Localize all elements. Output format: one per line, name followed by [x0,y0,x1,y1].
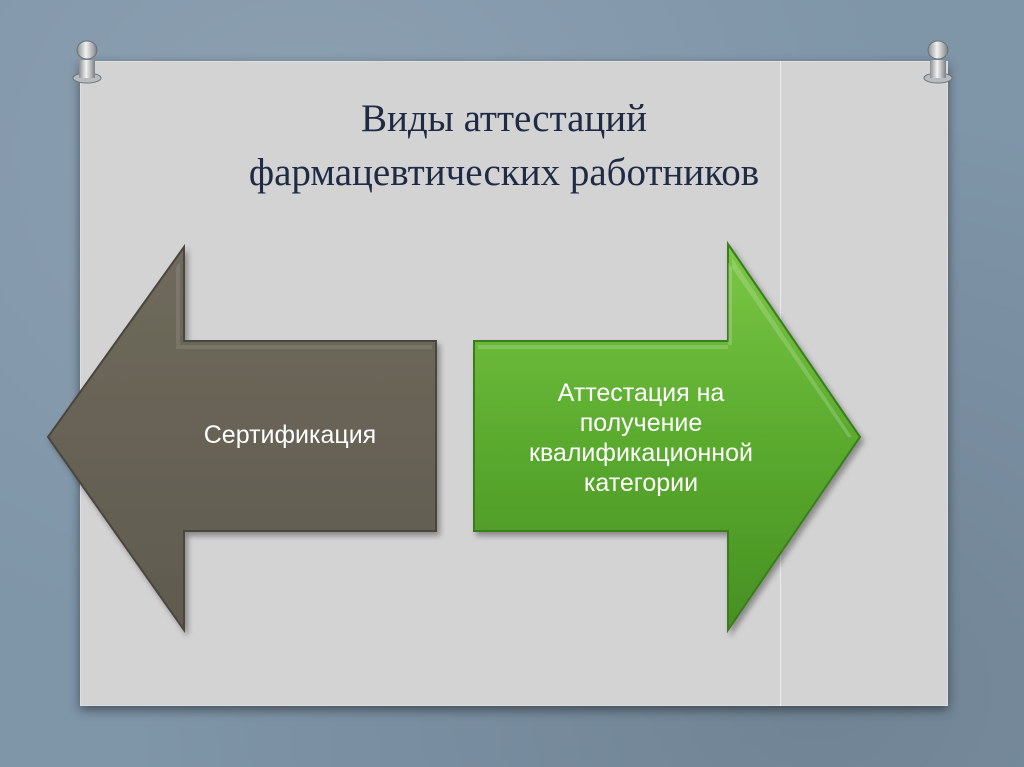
left-arrow [46,243,437,634]
left-arrow-label: Сертификация [203,421,377,449]
right-label-line: получение [579,409,703,437]
right-label-line: квалификационной [529,439,753,467]
slide-title: Виды аттестаций фармацевтических работни… [80,92,928,200]
title-line-1: Виды аттестаций [360,97,648,140]
pushpin-icon [72,40,102,84]
title-line-2: фармацевтических работников [248,151,760,194]
right-label-line: Аттестация на [557,379,725,407]
right-arrow-label: Аттестация на получение квалификационной… [476,368,806,508]
pushpin-icon [923,40,953,84]
right-label-line: категории [583,469,699,497]
right-arrow [473,240,862,634]
